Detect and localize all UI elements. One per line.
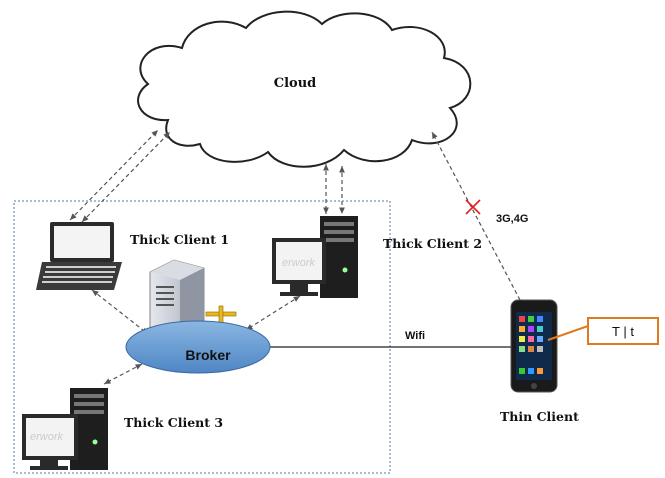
- broker-ellipse: [125, 320, 271, 374]
- thick-client-3-label: Thick Client 3: [124, 415, 223, 430]
- mobile-link-label: 3G,4G: [496, 213, 528, 225]
- watermark-thick3: erwork: [30, 431, 64, 443]
- link-cloud-thick1-a: [69, 129, 159, 221]
- callout-box: [587, 317, 659, 345]
- cloud-label: Cloud: [274, 76, 317, 91]
- desktop-icon-thick3: [22, 388, 108, 470]
- dashed-links: [69, 129, 521, 385]
- callout-text: T | t: [612, 324, 634, 339]
- link-cloud-thick1-b: [81, 131, 171, 223]
- link-thin-cloud: [431, 131, 521, 301]
- smartphone-icon: [510, 299, 558, 393]
- link-thick1-broker: [91, 289, 149, 335]
- broker-label: Broker: [185, 347, 231, 363]
- thick-client-2-label: Thick Client 2: [383, 236, 482, 251]
- watermark-thick2: erwork: [282, 257, 316, 269]
- link-thick2-broker: [245, 295, 301, 331]
- callout-pointer: [547, 325, 589, 341]
- cloud-shape: [137, 10, 472, 168]
- thick-client-1-label: Thick Client 1: [130, 232, 229, 247]
- local-network-boundary: [13, 200, 391, 474]
- desktop-icon-thick2: [272, 216, 358, 298]
- wifi-label: Wifi: [405, 330, 425, 342]
- link-broker-thick3: [103, 363, 143, 385]
- thin-client-label: Thin Client: [500, 409, 579, 424]
- blocked-cross-icon: [465, 199, 481, 215]
- laptop-icon: [36, 222, 122, 290]
